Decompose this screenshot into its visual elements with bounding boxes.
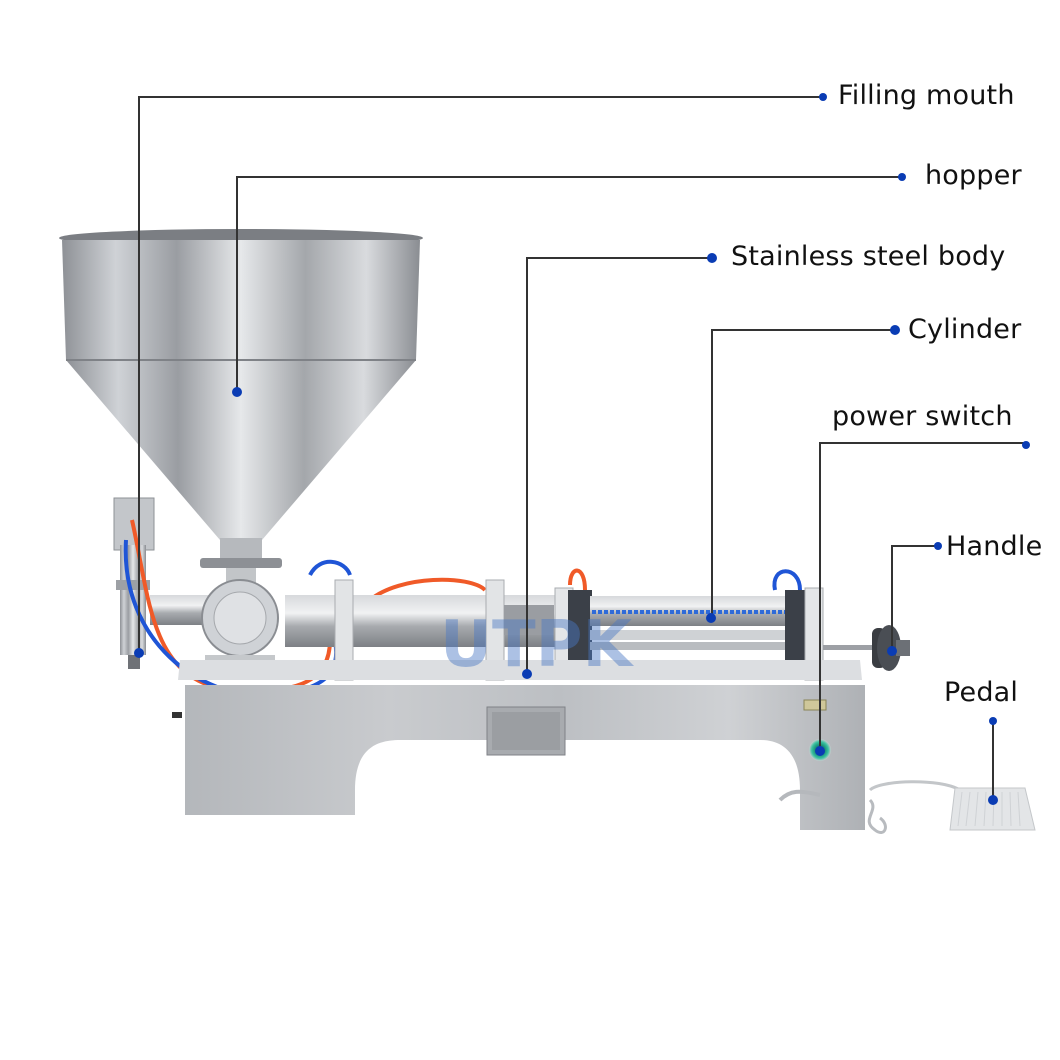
base-frame [172, 660, 865, 830]
label-power-switch: power switch [832, 401, 1013, 432]
air-cylinder [554, 587, 883, 681]
label-pedal: Pedal [944, 677, 1019, 708]
watermark: UTPK [440, 608, 635, 682]
label-cylinder: Cylinder [908, 314, 1022, 345]
leader-dots [134, 93, 1030, 805]
label-filling-mouth: Filling mouth [838, 80, 1015, 111]
label-stainless-steel-body: Stainless steel body [731, 241, 1006, 272]
hopper-body [59, 229, 423, 588]
leader-lines [138, 96, 1026, 800]
label-handle: Handle [946, 531, 1043, 562]
foot-pedal [867, 780, 1036, 834]
label-hopper: hopper [925, 160, 1022, 191]
